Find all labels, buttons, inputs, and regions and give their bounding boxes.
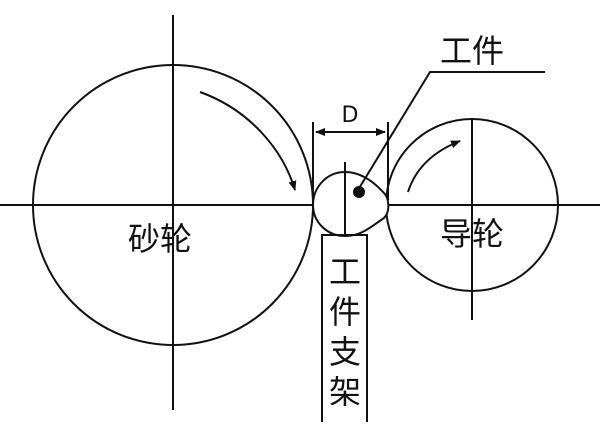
dimension-label: D <box>342 103 359 128</box>
guide-wheel-rotation-arrow <box>407 140 461 193</box>
guide-wheel-label: 导轮 <box>440 215 504 253</box>
workpiece-support-label-3: 支 <box>329 333 361 371</box>
workpiece-support-label-2: 件 <box>329 293 361 331</box>
grinding-wheel-rotation-arrow <box>199 91 297 191</box>
workpiece-support <box>321 234 368 422</box>
workpiece-support-label-1: 工 <box>329 253 361 291</box>
workpiece-contact-dot <box>353 186 365 198</box>
workpiece-leader-line <box>357 71 545 191</box>
workpiece-label: 工件 <box>440 32 504 70</box>
workpiece-support-label-4: 架 <box>329 373 361 411</box>
grinding-wheel-label: 砂轮 <box>128 220 192 258</box>
workpiece <box>311 170 390 238</box>
